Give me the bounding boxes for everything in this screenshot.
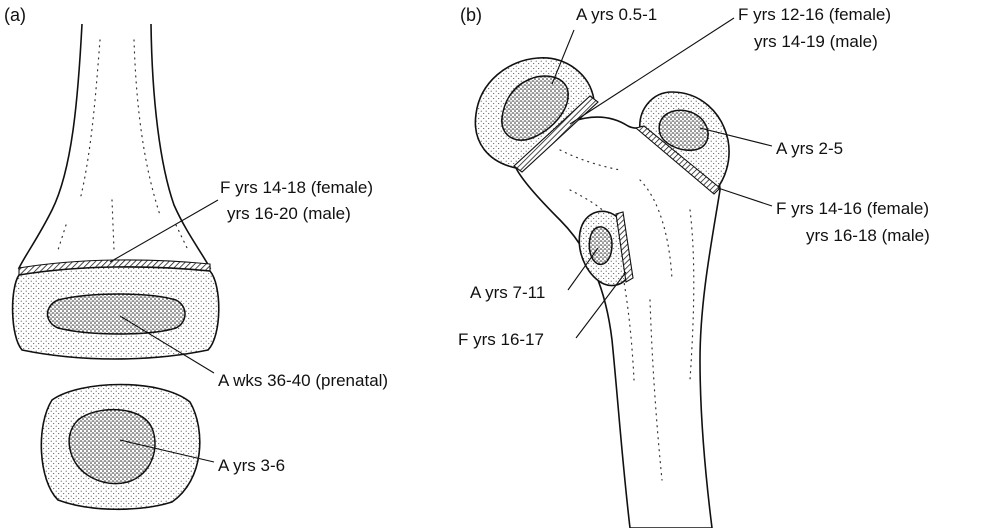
lesser-trochanter	[579, 211, 633, 285]
panel-b-tag: (b)	[460, 5, 482, 25]
label-head-center: A yrs 0.5-1	[576, 5, 657, 24]
femur-proximal	[516, 112, 720, 528]
distal-ossification-center	[48, 294, 186, 334]
label-lt-center: A yrs 7-11	[470, 283, 545, 302]
label-distal-plate-female: F yrs 14-18 (female)	[220, 178, 373, 197]
distal-epiphysis	[13, 267, 219, 359]
patella	[41, 385, 199, 510]
label-gt-center: A yrs 2-5	[776, 139, 843, 158]
panel-a-tag: (a)	[4, 5, 26, 25]
label-head-plate-male: yrs 14-19 (male)	[754, 32, 878, 51]
label-head-plate-female: F yrs 12-16 (female)	[738, 5, 891, 24]
label-distal-plate-male: yrs 16-20 (male)	[227, 204, 351, 223]
label-distal-center: A wks 36-40 (prenatal)	[218, 371, 388, 390]
label-patella: A yrs 3-6	[218, 456, 285, 475]
label-lt-plate: F yrs 16-17	[458, 330, 544, 349]
lt-ossification-center	[589, 227, 612, 264]
label-gt-plate-male: yrs 16-18 (male)	[806, 226, 930, 245]
femur-distal-shaft	[19, 24, 210, 268]
panel-a: (a) F yrs 14-18 (female) yrs 16-20 (male…	[4, 5, 388, 509]
label-gt-plate-female: F yrs 14-16 (female)	[776, 199, 929, 218]
panel-b: (b) A yrs 0.5-1 F yrs 12-16 (female)	[458, 5, 930, 528]
leader-gt-plate	[718, 188, 772, 206]
